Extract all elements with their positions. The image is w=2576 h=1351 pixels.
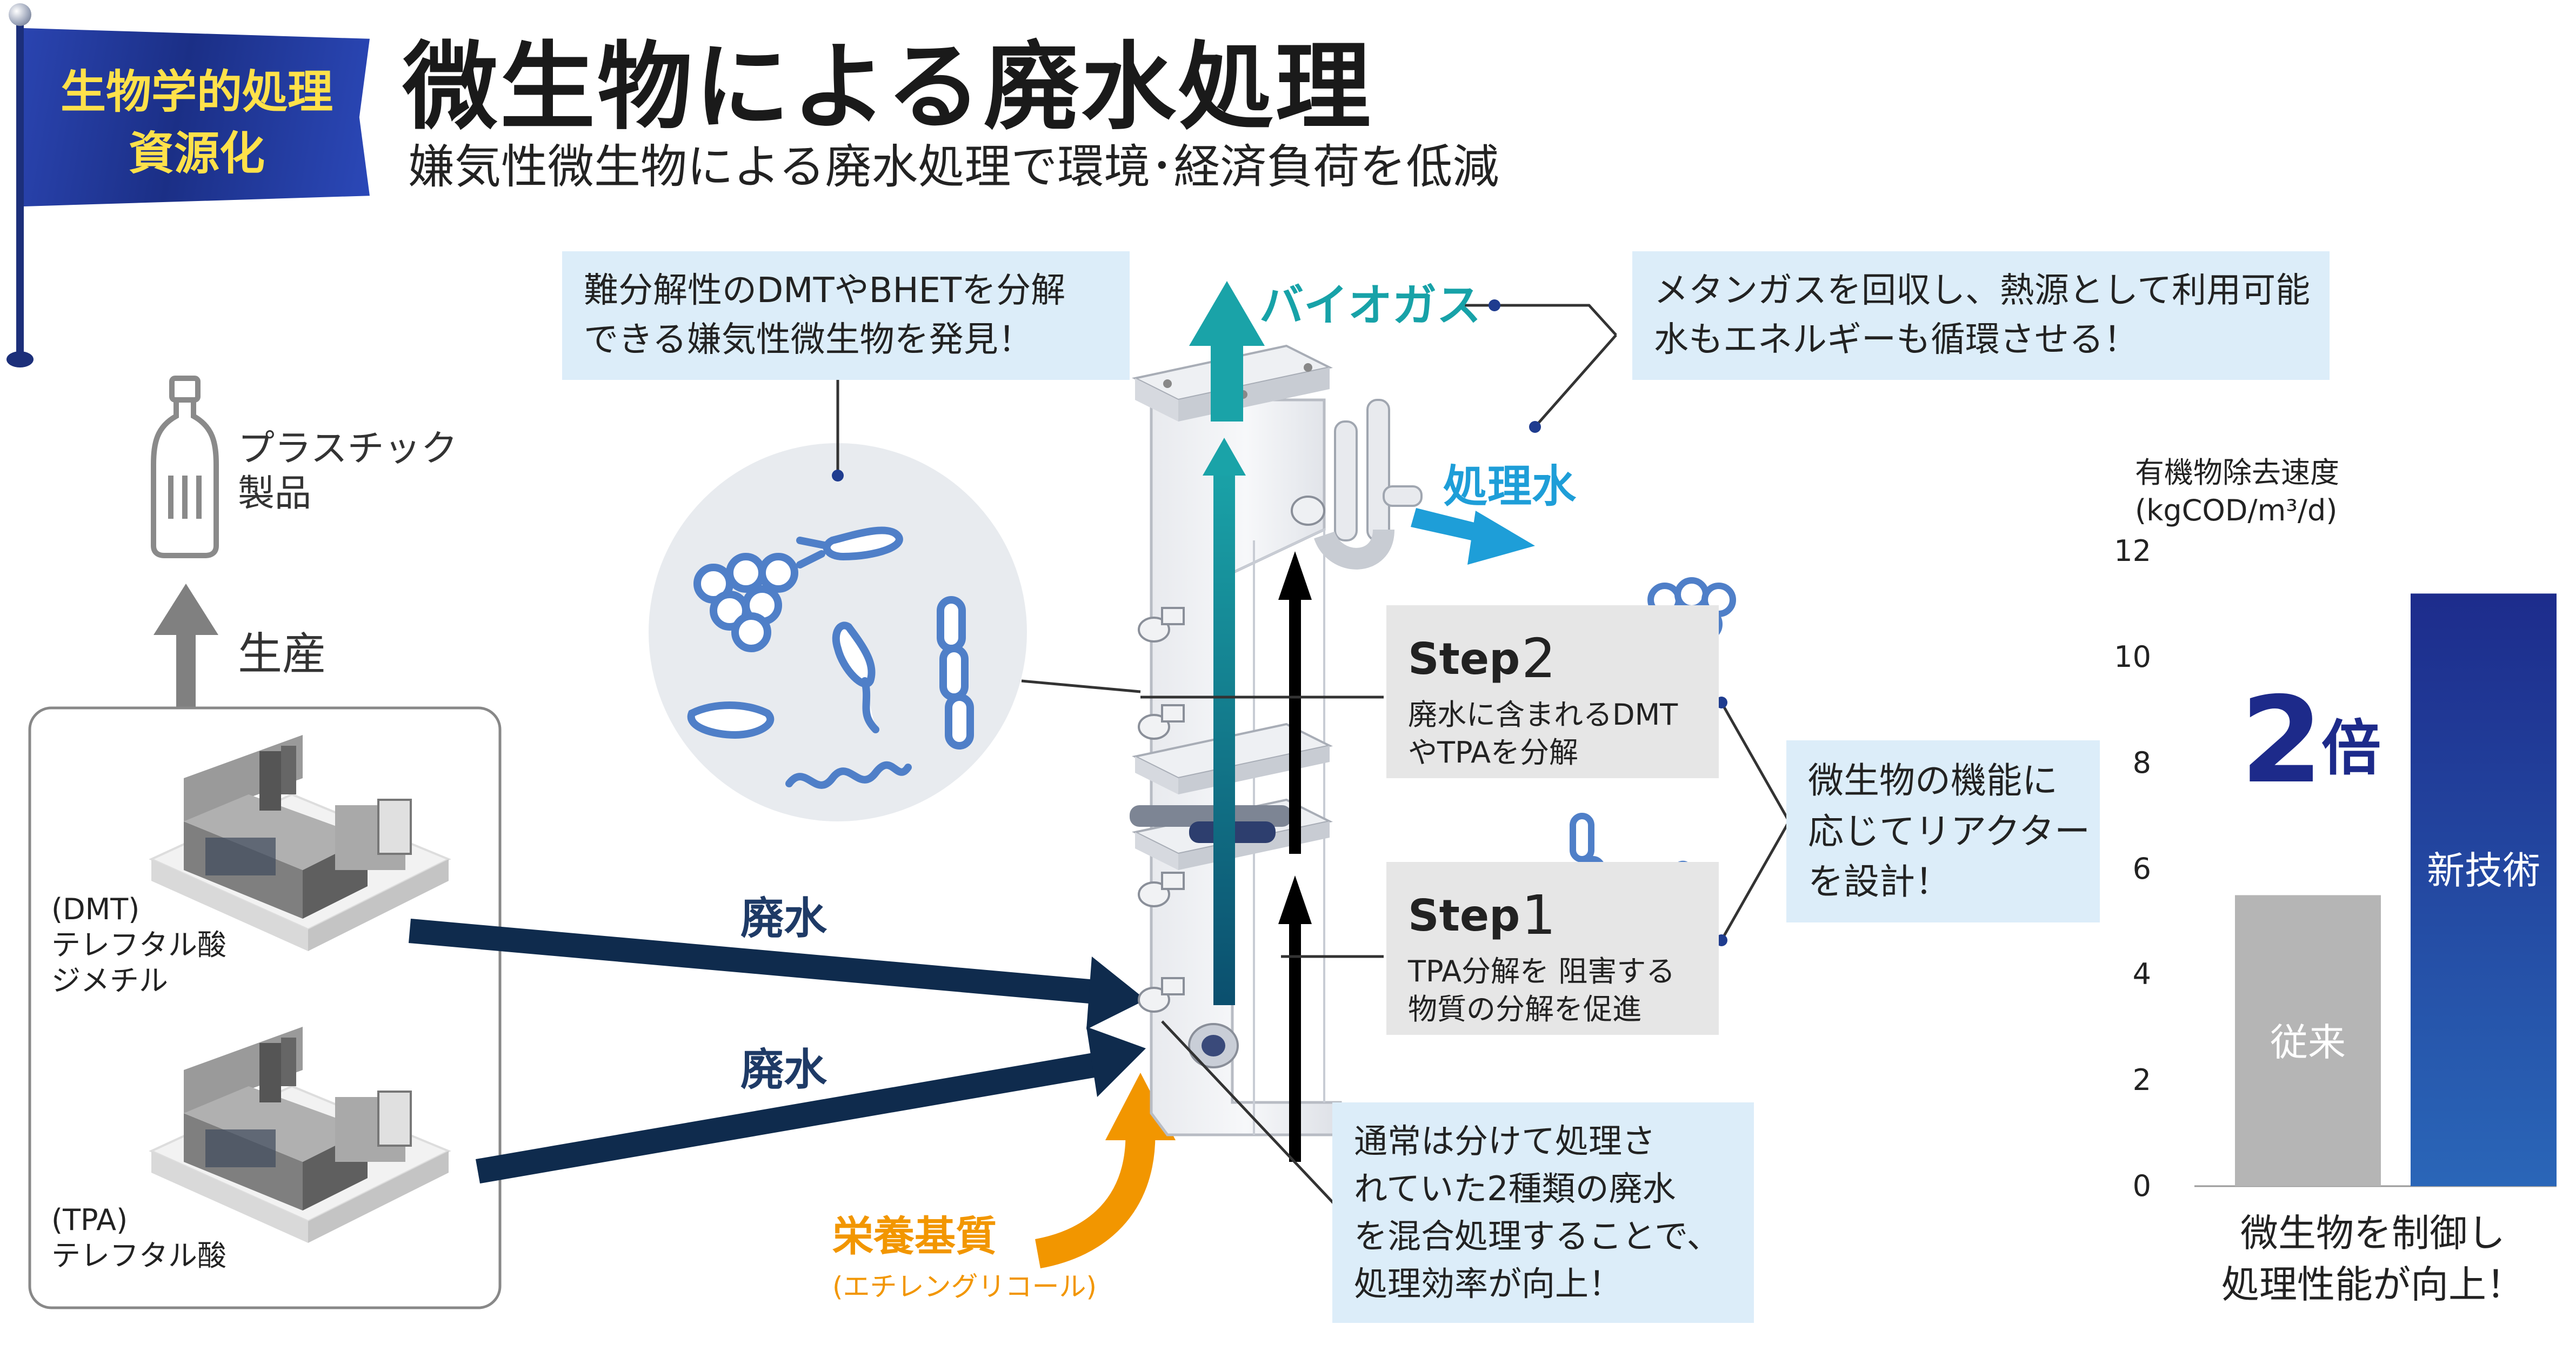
flag-label-line2: 資源化	[128, 127, 265, 180]
chart-category-label: 従来	[2270, 1020, 2346, 1065]
upflow-arrows	[1278, 551, 1312, 1162]
step2-description: 廃水に含まれるDMT やTPAを分解	[1408, 698, 1678, 770]
wastewater-label-2: 廃水	[740, 1045, 827, 1095]
flag-finial	[9, 3, 31, 26]
step1-title: Step	[1408, 891, 1520, 941]
step1-number: 1	[1521, 884, 1556, 947]
flag-label-line1: 生物学的処理	[60, 65, 333, 118]
chart-y-tick: 6	[2132, 851, 2151, 886]
page-title: 微生物による廃水処理	[403, 32, 1373, 143]
chart-annotation-number: 2	[2240, 671, 2324, 810]
product-label: プラスチック 製品	[238, 427, 458, 515]
production-label: 生産	[238, 628, 327, 680]
step1-description: TPA分解を 阻害する 物質の分解を促進	[1408, 954, 1676, 1027]
chart-y-tick: 10	[2114, 639, 2151, 674]
treated-water-label: 処理水	[1443, 461, 1577, 512]
production-arrow	[154, 584, 218, 713]
callout-mixed-treatment: 通常は分けて処理さ れていた2種類の廃水 を混合処理することで、 処理効率が向上…	[1332, 1102, 1754, 1323]
factory-dmt-label: (DMT) テレフタル酸 ジメチル	[51, 892, 226, 998]
chart-bar-labels: 従来 新技術	[2184, 540, 2562, 1210]
chart-y-tick: 2	[2132, 1063, 2151, 1098]
step2-title: Step	[1408, 634, 1520, 684]
callout-methane: メタンガスを回収し、熱源として利用可能 水もエネルギーも循環させる！	[1632, 251, 2330, 380]
plastic-bottle-icon	[151, 376, 219, 558]
nutrient-label: 栄養基質	[832, 1212, 997, 1260]
page-subtitle: 嫌気性微生物による廃水処理で環境･経済負荷を低減	[408, 140, 1499, 194]
biogas-label: バイオガス	[1259, 280, 1481, 331]
chart-plot-area	[2194, 593, 2557, 1187]
factory-tpa-icon	[149, 1027, 451, 1243]
chart-y-tick: 8	[2132, 745, 2151, 780]
chart-bar-new-technology	[2411, 593, 2557, 1186]
step1-box: Step 1 TPA分解を 阻害する 物質の分解を促進	[1386, 862, 1719, 1035]
chart-ylabel: 有機物除去速度 (kgCOD/m³/d)	[2135, 456, 2339, 528]
wastewater-arrow-2	[476, 1027, 1146, 1183]
wastewater-label-1: 廃水	[740, 893, 827, 944]
flag-base	[6, 351, 34, 367]
flag-pole	[16, 15, 24, 361]
chart-y-tick: 0	[2132, 1169, 2151, 1203]
chart-y-axis: 0 2 4 6 8 10 12	[2108, 0, 2173, 1351]
microbe-cluster-icon	[693, 553, 798, 652]
wastewater-arrow-1	[409, 919, 1146, 1029]
factory-dmt-icon	[149, 735, 451, 951]
nutrient-sublabel: (エチレングリコール)	[832, 1271, 1097, 1302]
chart-bar-conventional	[2235, 895, 2381, 1186]
step2-number: 2	[1521, 627, 1556, 690]
factory-tpa-label: (TPA) テレフタル酸	[51, 1203, 226, 1273]
callout-reactor-design: 微生物の機能に 応じてリアクター を設計！	[1786, 740, 2100, 923]
callout-discovery: 難分解性のDMTやBHETを分解 できる嫌気性微生物を発見！	[562, 251, 1130, 380]
chart-y-tick: 4	[2132, 957, 2151, 992]
reactor-column	[1130, 344, 1423, 1136]
chart-y-tick: 12	[2114, 534, 2151, 568]
chart-category-label: 新技術	[2427, 848, 2540, 893]
chart-caption: 微生物を制御し 処理性能が向上！	[2221, 1211, 2524, 1307]
bacillus-icons	[687, 526, 974, 789]
treated-water-arrow	[1411, 508, 1535, 565]
flag-banner	[24, 28, 370, 206]
chart-annotation-unit: 倍	[2321, 714, 2381, 783]
step2-box: Step 2 廃水に含まれるDMT やTPAを分解	[1386, 605, 1719, 778]
biogas-flow-arrow	[1189, 281, 1265, 1005]
